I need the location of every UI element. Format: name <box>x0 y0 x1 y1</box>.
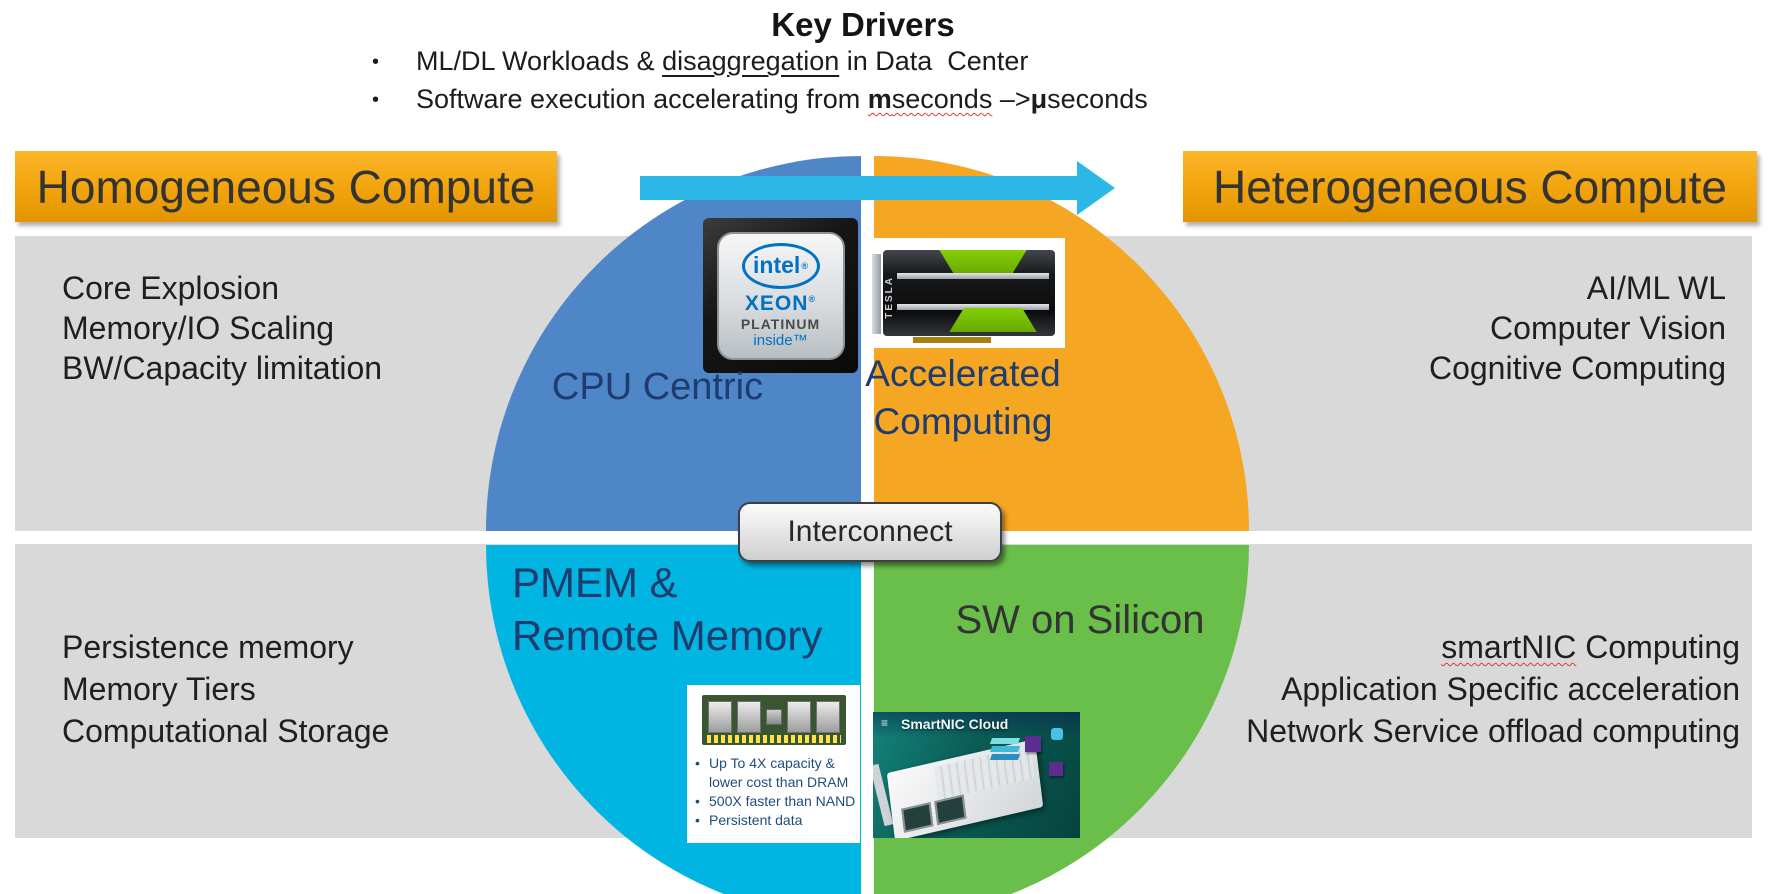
bullet1-post: in Data Center <box>839 46 1029 76</box>
bullet-icon: • <box>372 51 380 73</box>
bullet2-mu: μ <box>1030 84 1048 114</box>
bullet1-pre: ML/DL Workloads & <box>416 46 663 76</box>
bullet2-arrow: –> <box>992 84 1031 114</box>
smartnic-word: smartNIC <box>1441 629 1577 665</box>
pmem-bullet: • 500X faster than NAND <box>695 793 856 809</box>
ram-chip <box>815 701 840 733</box>
gpu-bracket <box>872 254 881 334</box>
smartnic-stack-layer <box>989 746 1021 752</box>
smartnic-stack-layer <box>989 754 1021 760</box>
ram-gold-pins <box>706 735 841 743</box>
smartnic-cube <box>1049 762 1063 776</box>
ram-chips <box>707 701 840 733</box>
intel-xeon-chip-image: intel® XEON® PLATINUM inside™ <box>703 218 858 373</box>
panel-item: Memory Tiers <box>62 671 256 707</box>
gpu-green-accent <box>939 250 1027 274</box>
smartnic-port <box>901 802 934 833</box>
smartnic-cube <box>1025 736 1041 752</box>
pmem-detail-card: • Up To 4X capacity & lower cost than DR… <box>687 685 860 843</box>
smartnic-port <box>934 794 967 826</box>
interconnect-label: Interconnect <box>787 515 953 548</box>
label-pmem-remote-memory: PMEM & Remote Memory <box>512 559 823 659</box>
chip-platinum-label: PLATINUM <box>740 315 821 332</box>
smartnic-logo-icon: ≡ <box>881 716 889 730</box>
bullet2-pre: Software execution accelerating from <box>416 84 868 114</box>
panel-item: Network Service offload computing <box>1246 713 1740 749</box>
ram-chip <box>707 701 732 733</box>
panel-item: Application Specific acceleration <box>1281 671 1740 707</box>
gpu-tesla-label: TESLA <box>884 276 895 319</box>
smartnic-stack-layer <box>989 738 1021 744</box>
ram-spd-chip <box>765 709 782 725</box>
bullet1-underlined: disaggregation <box>662 46 840 76</box>
chip-xeon-label: XEON® <box>744 291 817 315</box>
gpu-silver-trim <box>897 273 1049 279</box>
panel-item: Core Explosion <box>62 270 279 306</box>
chip-lid: intel® XEON® PLATINUM inside™ <box>716 231 845 360</box>
panel-item: Cognitive Computing <box>1428 350 1726 386</box>
right-arrow-shaft <box>640 176 1077 200</box>
key-driver-bullet-1: • ML/DL Workloads & disaggregation in Dat… <box>372 46 1028 77</box>
gpu-card-body: TESLA <box>883 250 1055 336</box>
bullet-icon: • <box>372 89 380 111</box>
bullet2-useconds: seconds <box>1047 84 1148 114</box>
key-driver-bullet-2: • Software execution accelerating from ms… <box>372 84 1148 115</box>
banner-left-label: Homogeneous Compute <box>36 160 536 213</box>
smartnic-title: SmartNIC Cloud <box>901 716 1009 732</box>
panel-item: Computer Vision <box>1490 310 1726 346</box>
pmem-bullet: • Up To 4X capacity & lower cost than DR… <box>695 755 849 790</box>
gpu-green-accent <box>949 308 1037 332</box>
ram-chip <box>786 701 811 733</box>
label-accelerated-computing: Accelerated Computing <box>865 353 1061 442</box>
panel-heterogeneous-items: AI/ML WL Computer Vision Cognitive Compu… <box>1429 268 1726 388</box>
panel-item: Computational Storage <box>62 713 390 749</box>
banner-right-label: Heterogeneous Compute <box>1213 160 1727 213</box>
smartnic-cylinder <box>1051 728 1063 740</box>
panel-item: Memory/IO Scaling <box>62 310 335 346</box>
label-cpu-centric: CPU Centric <box>551 366 764 408</box>
ram-module-image <box>701 695 846 745</box>
label-sw-on-silicon: SW on Silicon <box>955 598 1205 642</box>
banner-heterogeneous-compute: Heterogeneous Compute <box>1183 151 1757 222</box>
smartnic-header-shade <box>873 712 1080 738</box>
panel-item: AI/ML WL <box>1586 270 1726 306</box>
interconnect-badge: Interconnect <box>738 502 1002 562</box>
right-arrow-head-icon <box>1077 161 1115 215</box>
panel-item: BW/Capacity limitation <box>62 350 383 386</box>
panel-memory-items: Persistence memory Memory Tiers Computat… <box>62 626 389 752</box>
ram-chip <box>736 701 761 733</box>
panel-item: smartNIC Computing <box>1246 626 1740 668</box>
smartnic-cloud-image: ≡ SmartNIC Cloud <box>873 712 1080 838</box>
gpu-pcie-connector <box>913 337 991 343</box>
banner-homogeneous-compute: Homogeneous Compute <box>15 151 557 222</box>
nvidia-tesla-gpu-image: TESLA <box>868 238 1065 348</box>
intel-logo-icon: intel® <box>741 242 820 289</box>
panel-smartnic-items: smartNIC Computing Application Specific … <box>1246 626 1740 752</box>
bullet2-mseconds: mseconds <box>867 84 993 114</box>
pmem-bullet: • Persistent data <box>695 812 803 828</box>
panel-homogeneous-items: Core Explosion Memory/IO Scaling BW/Capa… <box>62 268 382 388</box>
computing-word: Computing <box>1576 629 1740 665</box>
panel-item: Persistence memory <box>62 629 354 665</box>
gpu-silver-trim <box>897 304 1049 310</box>
chip-inside-label: inside™ <box>753 331 808 349</box>
page-title: Key Drivers <box>771 6 955 43</box>
